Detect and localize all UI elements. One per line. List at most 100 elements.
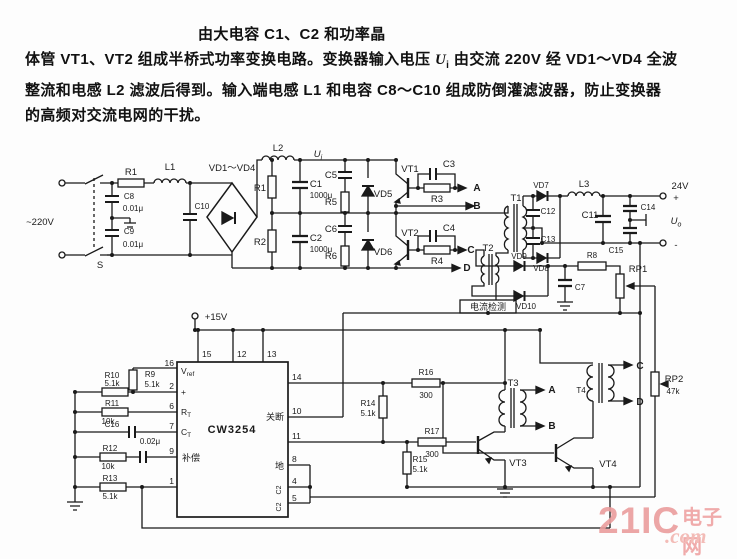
vref-pin-label: Vref: [181, 366, 194, 378]
r17-label: R17: [425, 427, 440, 436]
resistor-r16: [411, 378, 554, 454]
inductor-l3: [560, 191, 660, 197]
c14-label: C14: [641, 203, 656, 212]
watermark: 21IC 电子网 .com: [595, 498, 737, 558]
capacitor-c11: [595, 196, 611, 243]
pin2-number: 2: [169, 381, 174, 391]
t3-label: T3: [507, 378, 518, 389]
c15-label: C15: [609, 246, 624, 255]
capacitor-c12-c13: [526, 196, 543, 258]
pin5-number: 5: [292, 493, 297, 503]
r15-label: R15: [413, 455, 428, 464]
shutdown-pin-label: 关断: [266, 411, 284, 422]
pin16-number: 16: [165, 358, 175, 368]
c16-value: 0.02μ: [140, 437, 161, 446]
pin4-tag: C2: [276, 485, 283, 494]
ui-label: Ui: [314, 149, 323, 162]
current-sense-label: 电流检测: [470, 301, 506, 312]
vd8-label: VD8: [533, 264, 549, 273]
ac-voltage-label: ~220V: [26, 217, 54, 228]
r3-label: R3: [431, 194, 443, 205]
c1-value: 1000μ: [310, 191, 333, 200]
resistor-r1b-r2: [267, 160, 277, 268]
switch-label: S: [97, 260, 103, 271]
bridge-label: VD1～VD4: [209, 163, 255, 174]
transistor-vt1: [393, 160, 476, 213]
c11-label: C11: [582, 210, 599, 221]
r14-value: 5.1k: [360, 409, 376, 418]
c9-label: C9: [124, 227, 135, 236]
c8-label: C8: [124, 192, 135, 201]
net-c2: C: [636, 361, 643, 372]
potentiometer-rp2: [650, 371, 669, 497]
r9-label: R9: [145, 370, 156, 379]
pin1-number: 1: [169, 476, 174, 486]
l1-label: L1: [165, 162, 176, 173]
transistor-vt3: [476, 426, 513, 498]
diode-vd9: [512, 259, 548, 273]
transformer-t4: [586, 360, 634, 406]
r13-value: 5.1k: [102, 492, 118, 501]
diode-vd10: [512, 266, 549, 303]
transistor-vt2: [393, 213, 462, 273]
vt4-label: VT4: [599, 459, 616, 470]
net-a2: A: [548, 385, 555, 396]
c8-value: 0.01μ: [123, 204, 144, 213]
rp1-label: RP1: [629, 264, 647, 275]
supply-15v-label: +15V: [205, 312, 228, 323]
supply-15v: [191, 312, 593, 418]
rectifier-vd8: [523, 196, 561, 265]
r12-label: R12: [103, 444, 118, 453]
resistor-r8: [577, 261, 621, 274]
watermark-21ic: 21IC: [598, 500, 681, 541]
pin14-number: 14: [292, 372, 302, 382]
rp2-label: RP2: [665, 374, 683, 385]
pin5-tag: C2: [276, 502, 283, 511]
pin9-number: 9: [169, 446, 174, 456]
rt-pin-label: RT: [181, 407, 191, 419]
c12-label: C12: [541, 207, 556, 216]
transformer-t2: [471, 249, 512, 300]
t2-label: T2: [482, 243, 493, 254]
c1-label: C1: [310, 179, 322, 190]
resistor-r14: [378, 383, 388, 442]
junction-dots: [73, 158, 642, 489]
snubber-c5-r5-vd5: [338, 160, 376, 214]
vd7-label: VD7: [533, 181, 549, 190]
capacitor-c8-c9: [105, 183, 136, 255]
net-b: B: [473, 201, 480, 212]
ac-input-terminals: [58, 174, 112, 259]
text-line-4: 的高频对交流电网的干扰。: [25, 107, 210, 124]
ct-pin-label: CT: [181, 427, 191, 439]
text-line-2: 体管 VT1、VT2 组成半桥式功率变换电路。变换器输入电压 Ui 由交流 22…: [25, 51, 678, 71]
r4-label: R4: [431, 256, 443, 267]
r14-label: R14: [361, 399, 376, 408]
vt3-label: VT3: [509, 458, 526, 469]
vd5-label: VD5: [374, 189, 392, 200]
pin11-number: 11: [292, 431, 301, 441]
t4-label: T4: [576, 386, 586, 395]
pin4-number: 4: [292, 476, 297, 486]
net-d2: D: [636, 397, 643, 408]
output-minus: -: [674, 240, 677, 251]
r10-label: R10: [105, 371, 120, 380]
watermark-cn: 电子网: [682, 507, 722, 558]
vt2-label: VT2: [401, 228, 418, 239]
c5-label: C5: [325, 170, 337, 181]
inductor-l2: [261, 155, 396, 161]
net-d: D: [463, 263, 470, 274]
uo-label: Uo: [671, 216, 682, 229]
text-line-1: 由大电容 C1、C2 和功率晶: [198, 26, 386, 43]
c2-label: C2: [310, 233, 322, 244]
pin2-plus-label: +: [181, 387, 186, 397]
l2-label: L2: [273, 143, 284, 154]
transformer-t3: [498, 385, 546, 431]
pin12-number: 12: [237, 349, 247, 359]
r1b-label: R1: [254, 183, 266, 194]
potentiometer-rp1: [615, 273, 656, 372]
capacitor-c7: [548, 265, 578, 311]
ic-pin-labels: 16 2 6 7 9 1 15 12 13 14 10 11 8 4 5 Vre…: [165, 349, 302, 511]
resistor-r17: [417, 437, 476, 447]
output-plus: +: [673, 193, 679, 204]
